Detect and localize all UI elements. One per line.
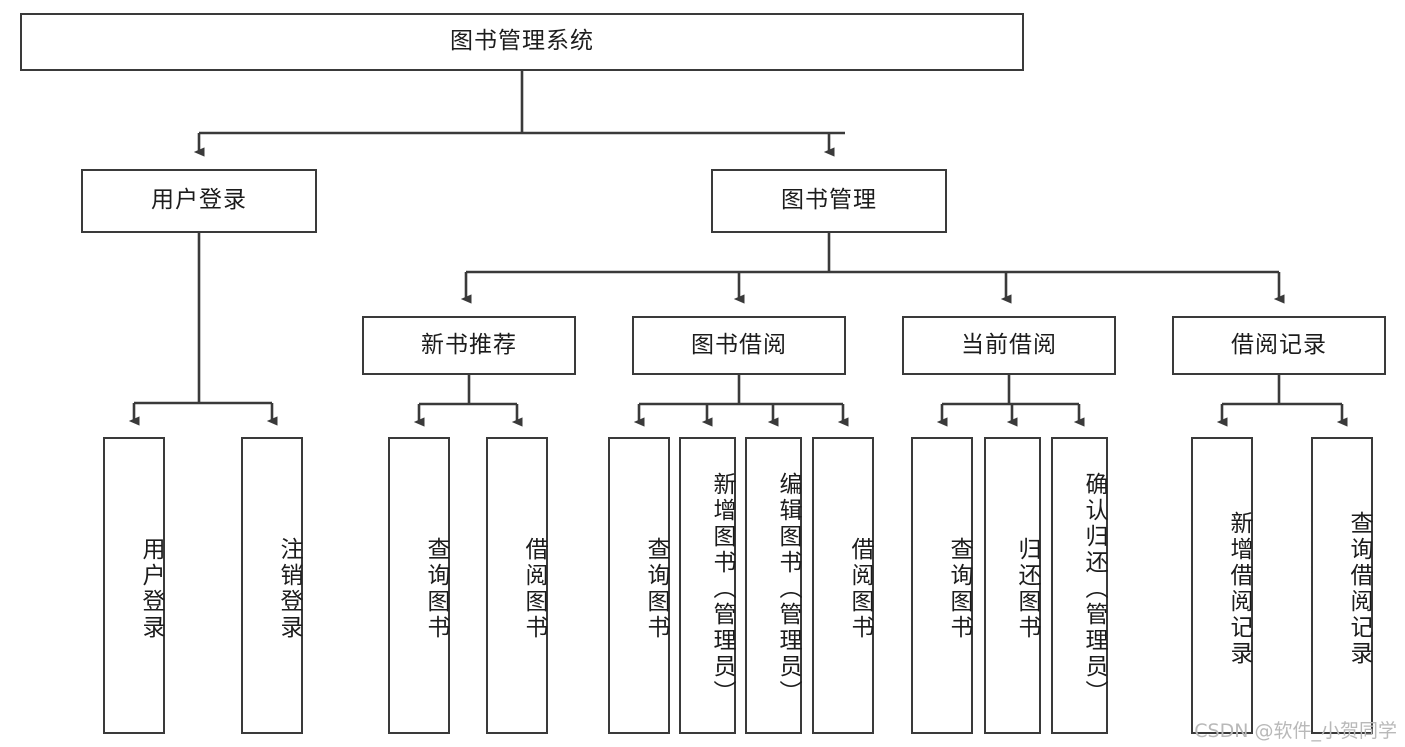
- leaf-borrow-book-new-book[interactable]: 借阅图书: [486, 437, 548, 734]
- node-label: 新增借阅记录: [1226, 510, 1252, 667]
- node-label: 查询图书: [643, 536, 669, 641]
- edge-group-borrow-record: [1216, 375, 1348, 427]
- node-label: 确认归还（管理员）: [1081, 471, 1107, 706]
- edge-group-root: [193, 71, 845, 157]
- leaf-borrow-book[interactable]: 借阅图书: [812, 437, 874, 734]
- edge-group-user-login: [128, 233, 278, 426]
- node-label: 借阅图书: [847, 536, 873, 641]
- node-book-borrow[interactable]: 图书借阅: [632, 316, 846, 375]
- node-label: 编辑图书（管理员）: [775, 471, 801, 706]
- node-label: 查询借阅记录: [1346, 510, 1372, 667]
- node-label: 新增图书（管理员）: [709, 471, 735, 706]
- leaf-user-login[interactable]: 用户登录: [103, 437, 165, 734]
- node-label: 归还图书: [1014, 536, 1040, 641]
- edge-group-book-mgmt: [460, 233, 1285, 304]
- leaf-confirm-return-admin[interactable]: 确认归还（管理员）: [1051, 437, 1108, 734]
- leaf-query-book-current[interactable]: 查询图书: [911, 437, 973, 734]
- leaf-add-borrow-record[interactable]: 新增借阅记录: [1191, 437, 1253, 734]
- leaf-edit-book-admin[interactable]: 编辑图书（管理员）: [745, 437, 802, 734]
- node-label: 借阅记录: [1231, 331, 1327, 358]
- edge-group-book-borrow: [633, 375, 849, 427]
- node-user-login[interactable]: 用户登录: [81, 169, 317, 233]
- node-new-book-recommend[interactable]: 新书推荐: [362, 316, 576, 375]
- node-label: 新书推荐: [421, 331, 517, 358]
- edge-group-current-borrow: [936, 375, 1085, 427]
- node-label: 图书管理: [781, 187, 877, 214]
- node-current-borrow[interactable]: 当前借阅: [902, 316, 1116, 375]
- node-label: 当前借阅: [961, 331, 1057, 358]
- leaf-query-borrow-record[interactable]: 查询借阅记录: [1311, 437, 1373, 734]
- node-label: 图书借阅: [691, 331, 787, 358]
- node-label: 用户登录: [138, 536, 164, 641]
- leaf-logout[interactable]: 注销登录: [241, 437, 303, 734]
- node-label: 借阅图书: [521, 536, 547, 641]
- edge-group-new-book-rec: [413, 375, 523, 427]
- node-book-management[interactable]: 图书管理: [711, 169, 947, 233]
- node-label: 图书管理系统: [450, 28, 594, 55]
- node-root-system[interactable]: 图书管理系统: [20, 13, 1024, 71]
- leaf-add-book-admin[interactable]: 新增图书（管理员）: [679, 437, 736, 734]
- node-label: 查询图书: [423, 536, 449, 641]
- node-borrow-record[interactable]: 借阅记录: [1172, 316, 1386, 375]
- node-label: 查询图书: [946, 536, 972, 641]
- node-label: 注销登录: [276, 536, 302, 641]
- leaf-query-book-new-book[interactable]: 查询图书: [388, 437, 450, 734]
- node-label: 用户登录: [151, 187, 247, 214]
- leaf-return-book[interactable]: 归还图书: [984, 437, 1041, 734]
- leaf-query-book-borrow[interactable]: 查询图书: [608, 437, 670, 734]
